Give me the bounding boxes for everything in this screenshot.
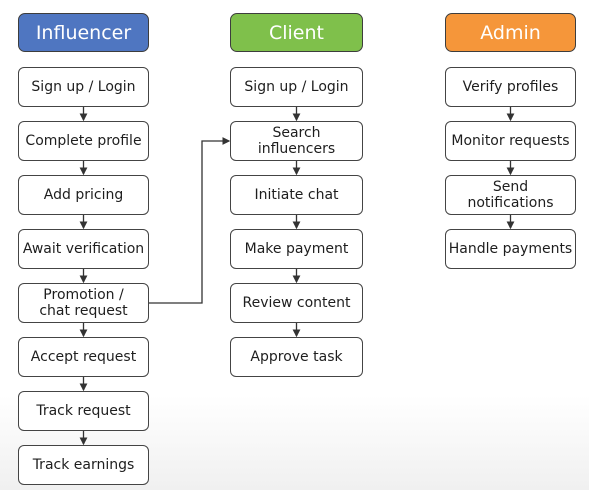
influencer-step-await-verification: Await verification [18,229,149,269]
cross-link-arrow [149,137,231,304]
influencer-step-track-request: Track request [18,391,149,431]
client-step-approve-task: Approve task [230,337,363,377]
influencer-step-promotion-chat-request: Promotion / chat request [18,283,149,323]
client-step-search-influencers: Search influencers [230,121,363,161]
admin-step-verify-profiles: Verify profiles [445,67,576,107]
influencer-step-complete-profile: Complete profile [18,121,149,161]
client-column-header: Client [230,13,363,52]
client-step-make-payment: Make payment [230,229,363,269]
admin-step-handle-payments: Handle payments [445,229,576,269]
influencer-column-header: Influencer [18,13,149,52]
influencer-step-add-pricing: Add pricing [18,175,149,215]
admin-column-header: Admin [445,13,576,52]
client-step-signup-login: Sign up / Login [230,67,363,107]
influencer-step-track-earnings: Track earnings [18,445,149,485]
influencer-step-accept-request: Accept request [18,337,149,377]
influencer-step-signup-login: Sign up / Login [18,67,149,107]
admin-step-send-notifications: Send notifications [445,175,576,215]
client-step-initiate-chat: Initiate chat [230,175,363,215]
admin-step-monitor-requests: Monitor requests [445,121,576,161]
client-step-review-content: Review content [230,283,363,323]
